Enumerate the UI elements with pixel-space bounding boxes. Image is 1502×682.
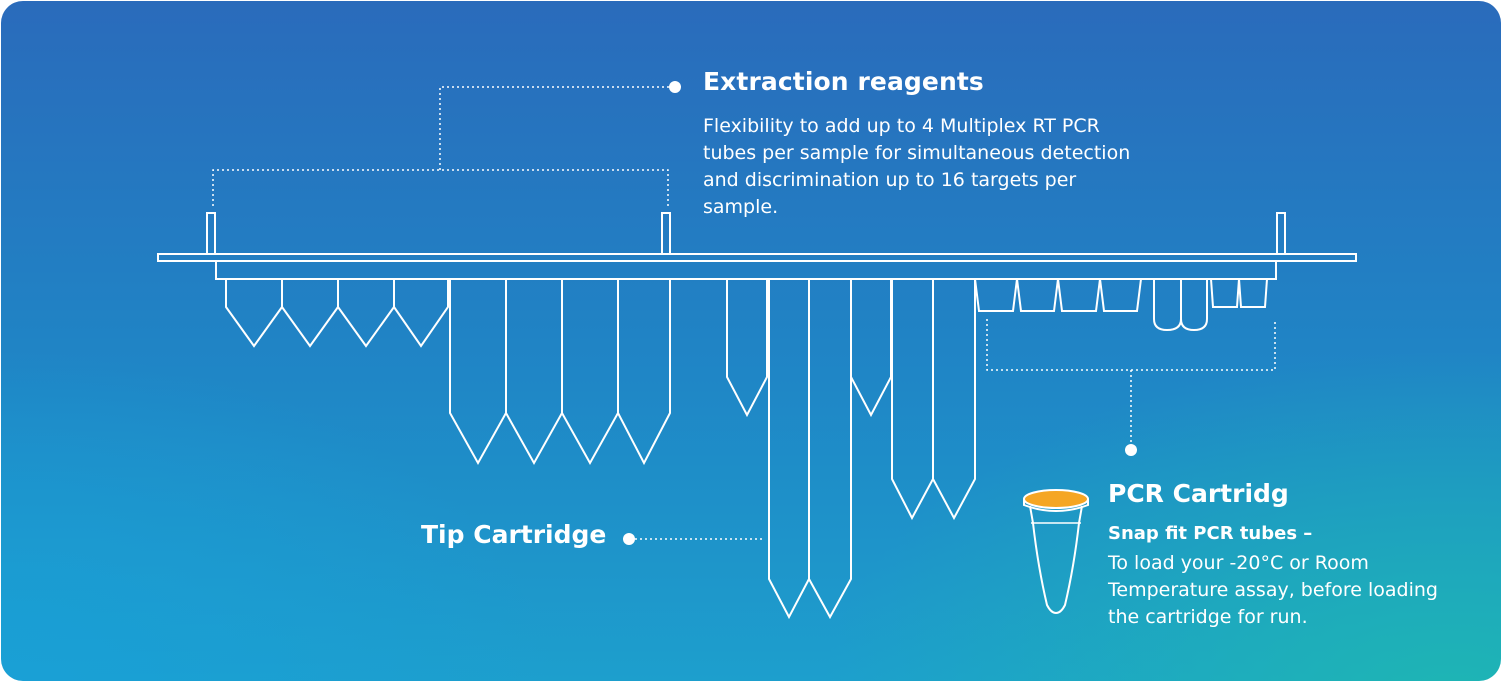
tip-dot: [623, 533, 635, 545]
post-middle: [661, 212, 671, 255]
pcr-tubes: [1153, 278, 1268, 332]
extraction-description: Flexibility to add up to 4 Multiplex RT …: [703, 115, 1131, 218]
extraction-small-wells: [225, 279, 449, 348]
tip-cartridge-title: Tip Cartridge: [421, 520, 607, 549]
pcr-dot: [1125, 444, 1137, 456]
pcr-cartridge-description: To load your -20°C or Room Temperature a…: [1108, 552, 1438, 628]
pcr-cartridge-subtitle: Snap fit PCR tubes –: [1108, 523, 1313, 544]
top-rail: [157, 253, 1357, 262]
pcr-cartridge-title: PCR Cartridg: [1108, 479, 1289, 508]
pcr-wells: [974, 278, 1142, 312]
pcr-leader: [986, 319, 1276, 443]
extraction-title: Extraction reagents: [703, 67, 984, 96]
post-left: [206, 212, 216, 255]
extraction-large-wells: [449, 279, 671, 466]
pcr-tube-icon: [1023, 489, 1089, 615]
tip-long-wells: [768, 279, 852, 620]
tip-short-well: [726, 279, 768, 418]
tip-deep-wells: [891, 279, 976, 521]
cartridge-body: [215, 260, 1277, 280]
tip-medium-well: [850, 279, 892, 418]
post-right: [1276, 212, 1286, 255]
extraction-leader: [212, 86, 669, 206]
extraction-dot: [669, 81, 681, 93]
